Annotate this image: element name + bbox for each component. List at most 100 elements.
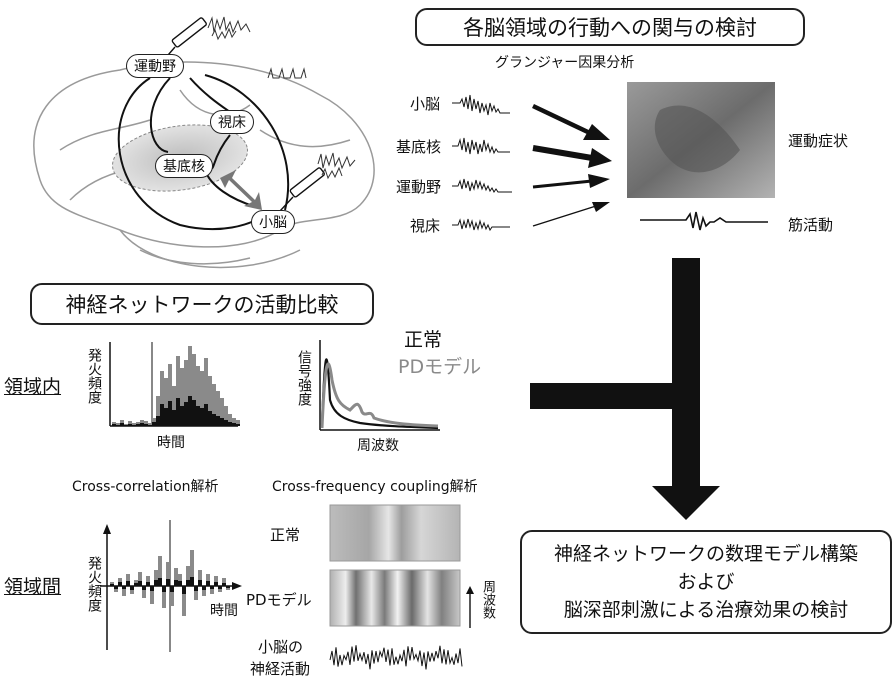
hist-bar-normal — [120, 423, 124, 426]
emg-trace — [640, 211, 768, 231]
xcorr-bar-pd — [170, 586, 174, 606]
region-basal-ganglia: 基底核 — [155, 154, 213, 178]
xcorr-bar-normal — [126, 581, 130, 586]
region-cerebellum: 小脳 — [251, 210, 295, 234]
intra-region-label: 領域内 — [4, 376, 62, 398]
result-box: 神経ネットワークの数理モデル構築 および 脳深部刺激による治療効果の検討 — [520, 530, 892, 634]
xcorr-bar-normal — [114, 586, 118, 589]
network-comparison-title: 神経ネットワークの活動比較 — [30, 283, 374, 325]
hist-bar-normal — [164, 408, 168, 426]
xcorr-bar-pd — [138, 572, 142, 586]
psd-pd-curve — [320, 362, 439, 429]
flow-arrow — [530, 258, 720, 520]
xcorr-bar-normal — [110, 584, 114, 586]
xcorr-bar-normal — [226, 586, 230, 588]
cerebellar-activity-label-2: 神経活動 — [250, 660, 311, 678]
hist-bar-normal — [140, 423, 144, 426]
xcorr-plot — [100, 520, 242, 652]
cerebellar-activity-trace — [329, 645, 463, 670]
hist-bar-pd — [148, 423, 152, 426]
hist-bar-normal — [156, 416, 160, 426]
cfc-freq-axis-arrow — [466, 586, 474, 628]
xcorr-bar-normal — [206, 581, 210, 586]
xcorr-bar-pd — [182, 586, 186, 616]
xcorr-bar-normal — [198, 580, 202, 586]
hist-ylabel: 発火頻度 — [86, 348, 102, 404]
hist-bar-pd — [116, 423, 120, 426]
cfc-normal-label: 正常 — [270, 526, 301, 544]
xcorr-bar-pd — [194, 586, 198, 600]
brain-illustration — [33, 61, 375, 269]
hist-bar-pd — [208, 376, 212, 426]
hist-bar-normal — [168, 401, 172, 426]
result-line-2: および — [677, 571, 735, 593]
xcorr-bar-pd — [122, 586, 126, 596]
hist-bar-pd — [144, 421, 148, 426]
hist-bar-pd — [224, 406, 228, 426]
xcorr-bar-normal — [222, 583, 226, 586]
signal-label-basal-ganglia: 基底核 — [396, 138, 442, 156]
xcorr-bar-normal — [166, 579, 170, 586]
xcorr-bar-pd — [174, 568, 178, 586]
xcorr-bar-pd — [222, 578, 226, 586]
hist-bar-normal — [136, 424, 140, 426]
hist-bar-normal — [184, 402, 188, 426]
hist-bar-normal — [212, 414, 216, 426]
psd-xlabel: 周波数 — [357, 438, 399, 454]
xcorr-bar-normal — [142, 586, 146, 590]
xcorr-bar-pd — [154, 570, 158, 586]
hist-bar-pd — [196, 366, 200, 426]
hist-bar-pd — [212, 384, 216, 426]
xcorr-bar-normal — [186, 580, 190, 586]
hist-bar-normal — [180, 406, 184, 426]
xcorr-bar-normal — [214, 582, 218, 586]
firing-histogram — [109, 342, 240, 427]
psd-normal-curve — [320, 358, 439, 430]
xcorr-bar-normal — [150, 586, 154, 591]
hist-bar-normal — [216, 416, 220, 426]
xcorr-bar-pd — [158, 556, 162, 586]
xcorr-bar-pd — [162, 586, 166, 608]
signal-label-cerebellum: 小脳 — [410, 95, 441, 113]
xcorr-bar-pd — [178, 574, 182, 586]
xcorr-bar-normal — [202, 586, 206, 590]
cerebellar-activity-label-1: 小脳の — [258, 638, 304, 656]
legend-normal: 正常 — [404, 329, 443, 351]
hist-bar-normal — [152, 422, 156, 426]
xcorr-bar-normal — [134, 583, 138, 586]
xcorr-ylabel: 発火頻度 — [86, 556, 102, 612]
hist-xlabel: 時間 — [157, 435, 185, 451]
xcorr-bar-normal — [170, 586, 174, 592]
hist-bar-normal — [236, 424, 240, 426]
xcorr-xlabel: 時間 — [210, 603, 238, 619]
hist-bar-normal — [124, 425, 128, 426]
hist-bar-pd — [192, 354, 196, 426]
cfc-freq-label: 周波数 — [480, 580, 495, 619]
hist-bar-normal — [188, 396, 192, 426]
hist-bar-normal — [160, 404, 164, 426]
hist-bar-normal — [204, 404, 208, 426]
xcorr-bar-normal — [162, 586, 166, 592]
electrode-icon — [161, 17, 325, 212]
xcorr-bar-normal — [138, 581, 142, 586]
inter-region-label: 領域間 — [4, 576, 62, 598]
cfc-title: Cross-frequency coupling解析 — [272, 479, 478, 495]
xcorr-bar-pd — [206, 574, 210, 586]
cfc-map-pd — [330, 570, 460, 626]
hist-bar-normal — [208, 411, 212, 426]
hist-bar-pd — [228, 414, 232, 426]
motor-symptom-label: 運動症状 — [788, 132, 849, 150]
hist-bar-normal — [232, 423, 236, 426]
xcorr-bar-pd — [150, 586, 154, 604]
hist-bar-normal — [196, 406, 200, 426]
xcorr-bar-pd — [210, 586, 214, 594]
region-thalamus: 視床 — [210, 110, 254, 134]
muscle-activity-label: 筋活動 — [788, 216, 834, 234]
hist-bar-pd — [160, 371, 164, 426]
hist-bar-normal — [176, 398, 180, 426]
hist-bar-pd — [216, 391, 220, 426]
granger-label: グランジャー因果分析 — [495, 55, 635, 71]
hist-bar-pd — [184, 360, 188, 426]
hist-bar-normal — [132, 425, 136, 426]
